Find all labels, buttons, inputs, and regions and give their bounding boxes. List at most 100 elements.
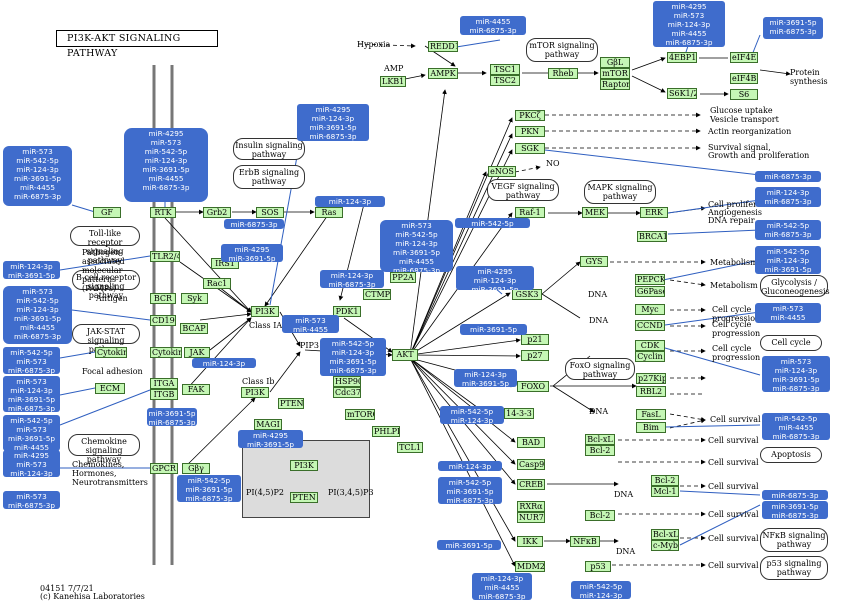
gene-raptor[interactable]: Raptor (600, 79, 630, 90)
gene-jak[interactable]: JAK (184, 347, 210, 358)
gene-ras[interactable]: Ras (315, 207, 343, 218)
gene-rxra[interactable]: RXRα (517, 501, 545, 512)
gene-pkn[interactable]: PKN (515, 126, 545, 137)
gene-ccnd1[interactable]: CCND1 (635, 320, 665, 331)
pathway-foxo[interactable]: FoxO signaling pathway (565, 358, 635, 380)
pathway-p53[interactable]: p53 signaling pathway (760, 556, 828, 580)
gene-gf[interactable]: GF (93, 207, 121, 218)
gene-s6[interactable]: S6 (730, 89, 758, 100)
gene-ampk[interactable]: AMPK (428, 68, 458, 79)
gene-14-3-3[interactable]: 14-3-3 (504, 408, 534, 419)
gene-fasl[interactable]: FasL (636, 409, 666, 420)
gene-pdk1[interactable]: PDK1 (333, 306, 361, 317)
gene-cytokiner[interactable]: CytokineR (150, 347, 182, 358)
gene-ikk[interactable]: IKK (517, 536, 543, 547)
mirna-group-casp9[interactable]: miR-124-3p (438, 461, 502, 471)
gene-mtorc2[interactable]: mTORC2 (345, 409, 375, 420)
gene-pten[interactable]: PTEN (278, 398, 304, 409)
gene-redd1[interactable]: REDD1 (428, 41, 458, 52)
gene-mek[interactable]: MEK (582, 207, 608, 218)
gene-bcr[interactable]: BCR (150, 293, 176, 304)
gene-bcl2-a[interactable]: Bcl-2 (585, 445, 615, 456)
gene-sos[interactable]: SOS (256, 207, 284, 218)
gene-p53[interactable]: p53 (585, 561, 611, 572)
gene-foxo[interactable]: FOXO (517, 381, 549, 392)
gene-rbl2[interactable]: RBL2 (636, 386, 666, 397)
pathway-apoptosis[interactable]: Apoptosis (760, 447, 822, 463)
gene-casp9[interactable]: Casp9 (517, 459, 545, 470)
gene-p27kip1[interactable]: p27Kip1 (636, 373, 666, 384)
gene-nfkb[interactable]: NFκB (570, 536, 600, 547)
mirna-group-ras[interactable]: miR-124-3p (315, 196, 385, 207)
gene-bim[interactable]: Bim (636, 422, 666, 433)
gene-erk[interactable]: ERK (640, 207, 668, 218)
gene-pkcz[interactable]: PKCζ (515, 110, 545, 121)
gene-magi[interactable]: MAGI (254, 419, 282, 430)
gene-syk[interactable]: Syk (181, 293, 208, 304)
gene-hsp90[interactable]: HSP90 (333, 376, 361, 387)
gene-pepck[interactable]: PEPCK (635, 274, 665, 285)
gene-gpcr[interactable]: GPCR (150, 463, 178, 474)
gene-gys[interactable]: GYS (580, 256, 608, 267)
gene-p21[interactable]: p21 (521, 334, 549, 345)
gene-bcl2-c[interactable]: Bcl-2 (585, 510, 615, 521)
gene-sgk[interactable]: SGK (515, 143, 545, 154)
mirna-group-sos[interactable]: miR-6875-3p (224, 219, 284, 229)
gene-raf1[interactable]: Raf-1 (515, 207, 545, 218)
gene-g6pase[interactable]: G6Pase (635, 286, 665, 297)
gene-tlr24[interactable]: TLR2/4 (150, 251, 180, 262)
gene-tcl1[interactable]: TCL1 (397, 442, 423, 453)
pathway-erbb[interactable]: ErbB signaling pathway (233, 165, 305, 189)
gene-tsc1[interactable]: TSC1 (490, 64, 520, 75)
gene-pp2a[interactable]: PP2A (390, 272, 416, 283)
gene-inset-pi3k[interactable]: PI3K (290, 460, 318, 471)
gene-mcl1[interactable]: Mcl-1 (651, 486, 679, 497)
gene-myc[interactable]: Myc (635, 304, 665, 315)
gene-itgb[interactable]: ITGB (150, 389, 178, 400)
gene-eif4e[interactable]: eIF4E (730, 52, 758, 63)
pathway-cellcycle[interactable]: Cell cycle (760, 335, 822, 351)
gene-grb2[interactable]: Grb2 (203, 207, 231, 218)
pathway-mapk[interactable]: MAPK signaling pathway (584, 180, 656, 204)
gene-lkb1[interactable]: LKB1 (380, 76, 406, 87)
gene-pi3k-ia[interactable]: PI3K (251, 306, 279, 317)
pathway-jakstat[interactable]: JAK-STAT signaling pathway (72, 324, 140, 354)
gene-gby[interactable]: Gβγ (182, 463, 210, 474)
gene-eif4b[interactable]: eIF4B (730, 73, 758, 84)
gene-itga[interactable]: ITGA (150, 378, 178, 389)
pathway-toll[interactable]: Toll-like receptor signaling pathway (70, 226, 140, 265)
gene-nur77[interactable]: NUR77 (517, 512, 545, 523)
mirna-group-p21[interactable]: miR-3691-5p (460, 324, 527, 335)
mirna-group-ikk[interactable]: miR-3691-5p (437, 540, 501, 550)
gene-rtk[interactable]: RTK (150, 207, 176, 218)
gene-cmyb[interactable]: c-Myb (651, 540, 679, 551)
gene-akt[interactable]: AKT (392, 349, 418, 361)
gene-cdc37[interactable]: Cdc37 (333, 387, 361, 398)
gene-brca1[interactable]: BRCA1 (637, 231, 667, 242)
gene-mtor[interactable]: mTOR (600, 68, 630, 79)
